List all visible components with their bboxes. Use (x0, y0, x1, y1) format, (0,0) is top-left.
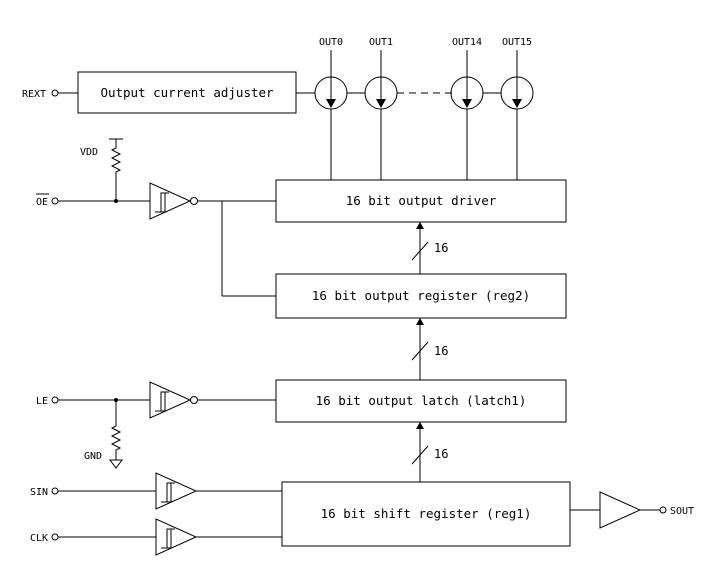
bus-arrow-driver (416, 222, 424, 229)
pin-label-sin: SIN (30, 487, 48, 498)
bus-arrow-latch (416, 422, 424, 429)
oe-schmitt-inverter (149, 182, 198, 220)
output-register-label: 16 bit output register (reg2) (312, 288, 530, 303)
output-latch-block (275, 379, 567, 423)
output-latch-label: 16 bit output latch (latch1) (316, 393, 527, 408)
current-source-out15 (500, 76, 534, 110)
gnd-pulldown-resistor (110, 400, 122, 460)
out15-label: OUT15 (502, 37, 532, 48)
current-source-out14 (450, 76, 484, 110)
bus-slash-1 (411, 241, 429, 261)
bus-width-label-3: 16 (434, 447, 448, 461)
le-schmitt-inverter (149, 381, 198, 419)
sout-buffer (599, 491, 642, 529)
vdd-pullup-resistor (110, 139, 122, 201)
shift-register-label: 16 bit shift register (reg1) (321, 506, 532, 521)
output-register-block (275, 273, 567, 319)
bus-slash-2 (411, 341, 429, 361)
clk-pin (51, 533, 59, 541)
bus-slash-3 (411, 445, 429, 465)
pin-label-oe: OE (36, 197, 48, 208)
out14-label: OUT14 (452, 37, 482, 48)
sin-pin (51, 487, 59, 495)
sin-schmitt-buffer (155, 472, 198, 510)
out0-label: OUT0 (319, 37, 343, 48)
pin-label-rext: REXT (22, 89, 46, 100)
gnd-symbol (109, 459, 123, 469)
pin-label-vdd: VDD (80, 147, 98, 158)
oe-pin (51, 197, 59, 205)
pin-label-gnd: GND (84, 451, 102, 462)
shift-register-block (281, 481, 571, 547)
sout-pin (659, 506, 667, 514)
pin-label-sout: SOUT (670, 506, 694, 517)
bus-arrow-register (416, 318, 424, 325)
pin-label-clk: CLK (30, 533, 48, 544)
current-adjuster-label: Output current adjuster (100, 85, 274, 100)
clk-schmitt-buffer (155, 518, 198, 556)
output-driver-label: 16 bit output driver (346, 193, 497, 208)
bus-width-label-2: 16 (434, 344, 448, 358)
current-source-out0 (314, 76, 348, 110)
rext-pin (51, 89, 59, 97)
le-pin (51, 396, 59, 404)
current-source-out1 (364, 76, 398, 110)
out1-label: OUT1 (369, 37, 393, 48)
pin-label-le: LE (36, 396, 48, 407)
bus-width-label-1: 16 (434, 241, 448, 255)
